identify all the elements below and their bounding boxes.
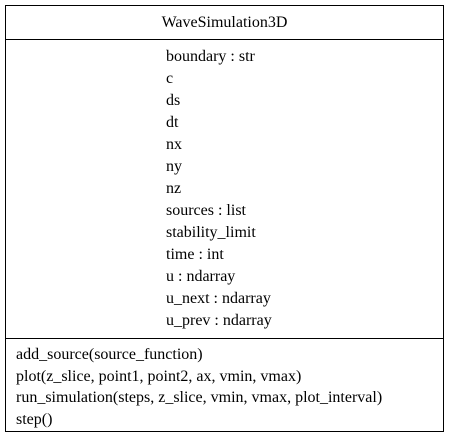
attribute-item: c bbox=[166, 70, 174, 87]
attribute-item: nz bbox=[166, 180, 182, 197]
attribute-item: u_next : ndarray bbox=[166, 290, 271, 307]
attribute-item: boundary : str bbox=[166, 48, 255, 65]
attribute-item: sources : list bbox=[166, 202, 246, 219]
attribute-item: u : ndarray bbox=[166, 268, 236, 285]
attribute-item: time : int bbox=[166, 246, 224, 263]
attribute-list: boundary : str c ds dt nx ny nz sources … bbox=[166, 46, 272, 332]
attributes-compartment: boundary : str c ds dt nx ny nz sources … bbox=[6, 40, 443, 339]
method-item: step() bbox=[16, 410, 53, 428]
methods-compartment: add_source(source_function) plot(z_slice… bbox=[6, 339, 443, 431]
method-item: run_simulation(steps, z_slice, vmin, vma… bbox=[16, 389, 383, 406]
uml-class-box: WaveSimulation3D boundary : str c ds dt … bbox=[5, 5, 444, 432]
attribute-item: stability_limit bbox=[166, 224, 256, 241]
class-name: WaveSimulation3D bbox=[6, 6, 443, 40]
attribute-item: ds bbox=[166, 92, 181, 109]
method-item: plot(z_slice, point1, point2, ax, vmin, … bbox=[16, 367, 302, 385]
attribute-item: u_prev : ndarray bbox=[166, 312, 272, 329]
method-list: add_source(source_function) plot(z_slice… bbox=[16, 344, 382, 430]
attribute-item: dt bbox=[166, 114, 179, 131]
method-item: add_source(source_function) bbox=[16, 346, 203, 363]
attribute-item: ny bbox=[166, 158, 182, 175]
attribute-item: nx bbox=[166, 136, 182, 153]
